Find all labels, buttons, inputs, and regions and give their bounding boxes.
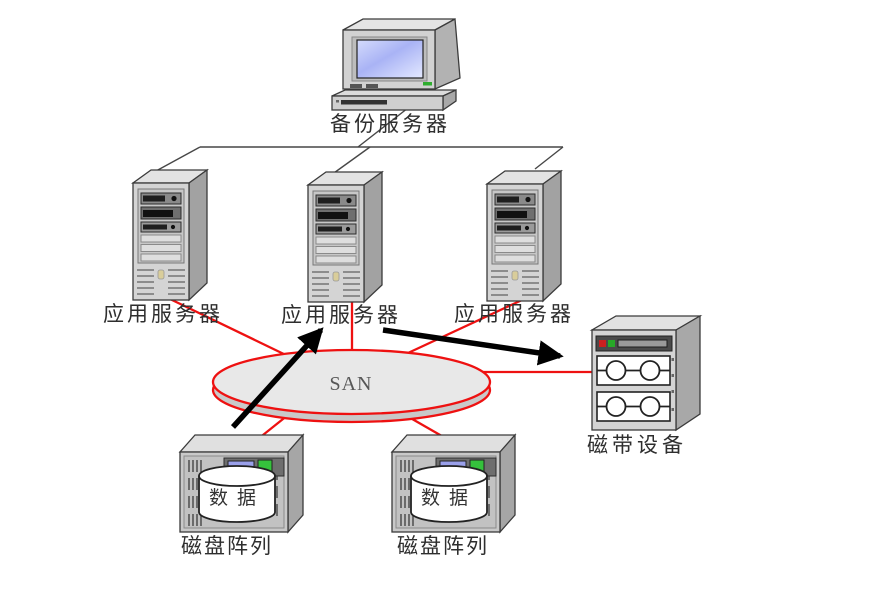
disk-array-label-2: 磁盘阵列 (397, 534, 489, 558)
disk-array-label-1: 磁盘阵列 (181, 534, 273, 558)
disk-array-icon-2 (391, 434, 516, 533)
base-top-face (331, 89, 457, 97)
green-led-icon (608, 340, 615, 347)
san-link-app-server-3 (407, 298, 523, 355)
screw-marks (671, 358, 674, 411)
tape-reel-icon (605, 396, 627, 417)
tape-feed-slot (617, 339, 668, 348)
app-server-label-3: 应用服务器 (454, 302, 574, 326)
backup-server-icon (331, 17, 461, 112)
app-server-label-2: 应用服务器 (281, 303, 401, 327)
data-label-1: 数据 (209, 487, 265, 509)
san-disc-top (211, 348, 492, 416)
tape-reel-icon (639, 360, 661, 381)
san-label: SAN (329, 373, 372, 395)
backup-flow-arrow-up (230, 327, 324, 429)
backup-flow-arrow-to-tape (382, 327, 564, 366)
san-link-app-server-1 (169, 297, 291, 359)
lan-drop-backup-server (357, 107, 409, 148)
base-front-face (331, 95, 444, 111)
red-led-icon (599, 340, 606, 347)
monitor-button (350, 84, 362, 88)
app-server-icon-3 (486, 170, 562, 302)
disk-array-icon-1 (179, 434, 304, 533)
tape-drive-slot-1 (596, 355, 671, 386)
monitor-screen (356, 39, 424, 79)
monitor-side-face (434, 17, 461, 90)
app-server-label-1: 应用服务器 (103, 302, 223, 326)
lan-drop-app-server-3 (534, 146, 564, 170)
tape-reel-icon (639, 396, 661, 417)
tape-reel-icon (605, 360, 627, 381)
backup-server-label: 备份服务器 (330, 112, 450, 136)
data-label-2: 数据 (421, 487, 477, 509)
tape-device-icon (589, 314, 703, 432)
data-flow-arrows (230, 327, 564, 429)
floppy-slot-icon (341, 100, 387, 105)
base-button (336, 100, 339, 103)
tape-device-label: 磁带设备 (587, 433, 687, 457)
tape-side-face (675, 314, 701, 432)
app-server-icon-2 (307, 171, 383, 303)
monitor-button (366, 84, 378, 88)
power-led-icon (423, 82, 432, 86)
tape-drive-slot-2 (596, 391, 671, 422)
app-server-icon-1 (132, 169, 208, 301)
san-disc: SAN (211, 348, 492, 424)
